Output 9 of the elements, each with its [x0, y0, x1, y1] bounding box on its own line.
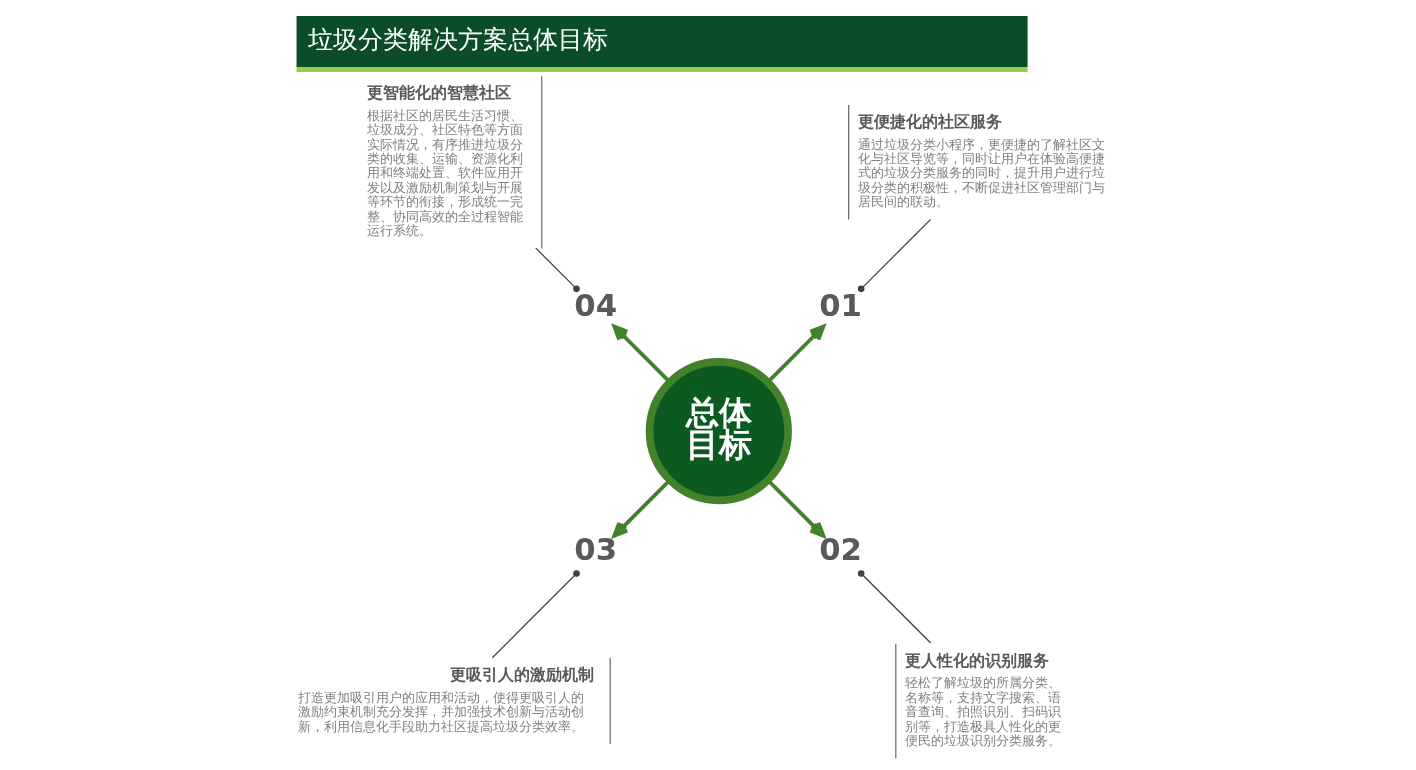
- node-text: 更人性化的识别服务 轻松了解垃圾的所属分类、名称等，支持文字搜索、语音查询、拍照识别、扫码识别等，打造极具人性化的更便民的垃圾识别分类服务。: [904, 650, 1061, 748]
- node-text: 03: [573, 531, 617, 568]
- diagram-title: 垃圾分类解决方案总体目标: [307, 24, 608, 54]
- node-text: 04: [573, 286, 617, 323]
- node-text: 02: [818, 531, 862, 568]
- node-text: 01: [818, 286, 862, 323]
- node-text: 更智能化的智慧社区 根据社区的居民生活习惯、垃圾成分、社区特色等方面实际情况，有序推进垃圾分类的收集、运输、资源化利用和终端处置、软件应用开发以及激励机制策划与开展等环节的衔接，形成统一完整、协同高效的全过程智能运行系统。: [366, 82, 523, 239]
- node-text: 更便捷化的社区服务 通过垃圾分类小程序，更便捷的了解社区文化与社区导览等，同时让用户在体验高便捷式的垃圾分类服务的同时，提升用户进行垃圾分类的积极性，不断促进社区管理部门与居民间的联动。: [857, 111, 1105, 210]
- node-text: 更吸引人的激励机制 打造更加吸引用户的应用和活动，使得更吸引人的激励约束机制充分发挥，并加强技术创新与活动创新，利用信息化手段助力社区提高垃圾分类效率。: [297, 664, 594, 734]
